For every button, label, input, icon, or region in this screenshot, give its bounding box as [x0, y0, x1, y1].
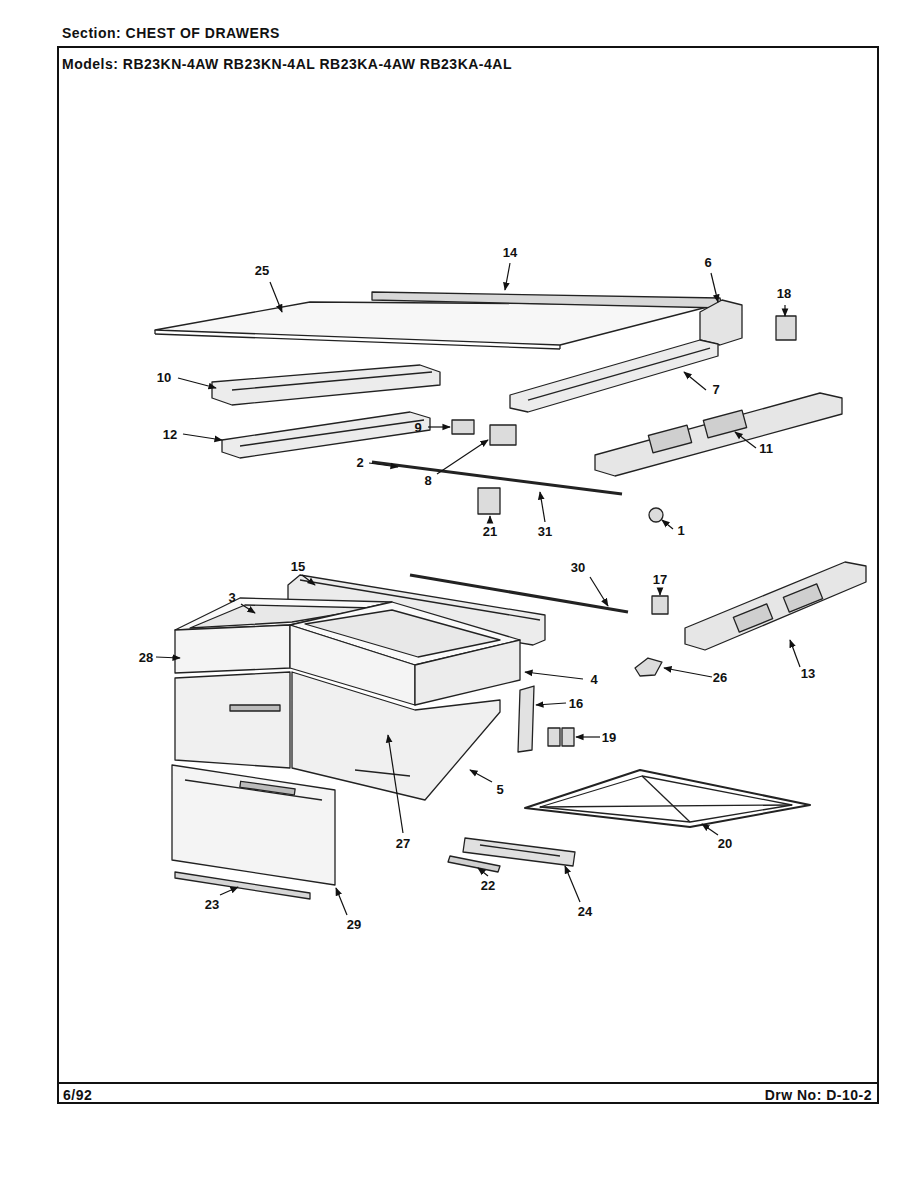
callout-number: 30 [570, 560, 586, 575]
callout-number: 3 [227, 590, 236, 605]
callout-number: 7 [711, 382, 720, 397]
date: 6/92 [63, 1087, 92, 1103]
frame [58, 47, 878, 1103]
callout-number: 6 [703, 255, 712, 270]
callout-number: 28 [138, 650, 154, 665]
callout-number: 11 [758, 441, 774, 456]
callout-number: 15 [290, 559, 306, 574]
exploded-parts [155, 292, 866, 899]
callout-number: 18 [776, 286, 792, 301]
callout-number: 8 [423, 473, 432, 488]
callout-number: 22 [480, 878, 496, 893]
leader-lines [156, 263, 800, 915]
drawing-number: Drw No: D-10-2 [765, 1087, 872, 1103]
callout-number: 16 [568, 696, 584, 711]
callout-number: 10 [156, 370, 172, 385]
model-list: Models: RB23KN-4AW RB23KN-4AL RB23KA-4AW… [62, 56, 512, 72]
callout-number: 29 [346, 917, 362, 932]
callout-number: 13 [800, 666, 816, 681]
callout-number: 5 [495, 782, 504, 797]
callout-number: 23 [204, 897, 220, 912]
callout-number: 2 [355, 455, 364, 470]
callout-number: 26 [712, 670, 728, 685]
callout-number: 27 [395, 836, 411, 851]
callout-number: 1 [676, 523, 685, 538]
callout-number: 24 [577, 904, 593, 919]
callout-number: 19 [601, 730, 617, 745]
callout-number: 17 [652, 572, 668, 587]
callout-number: 31 [537, 524, 553, 539]
callout-number: 14 [502, 245, 518, 260]
callout-number: 21 [482, 524, 498, 539]
callout-number: 25 [254, 263, 270, 278]
callout-number: 12 [162, 427, 178, 442]
callout-number: 4 [589, 672, 598, 687]
section-title: Section: CHEST OF DRAWERS [62, 25, 280, 41]
callout-number: 9 [413, 420, 422, 435]
callout-number: 20 [717, 836, 733, 851]
